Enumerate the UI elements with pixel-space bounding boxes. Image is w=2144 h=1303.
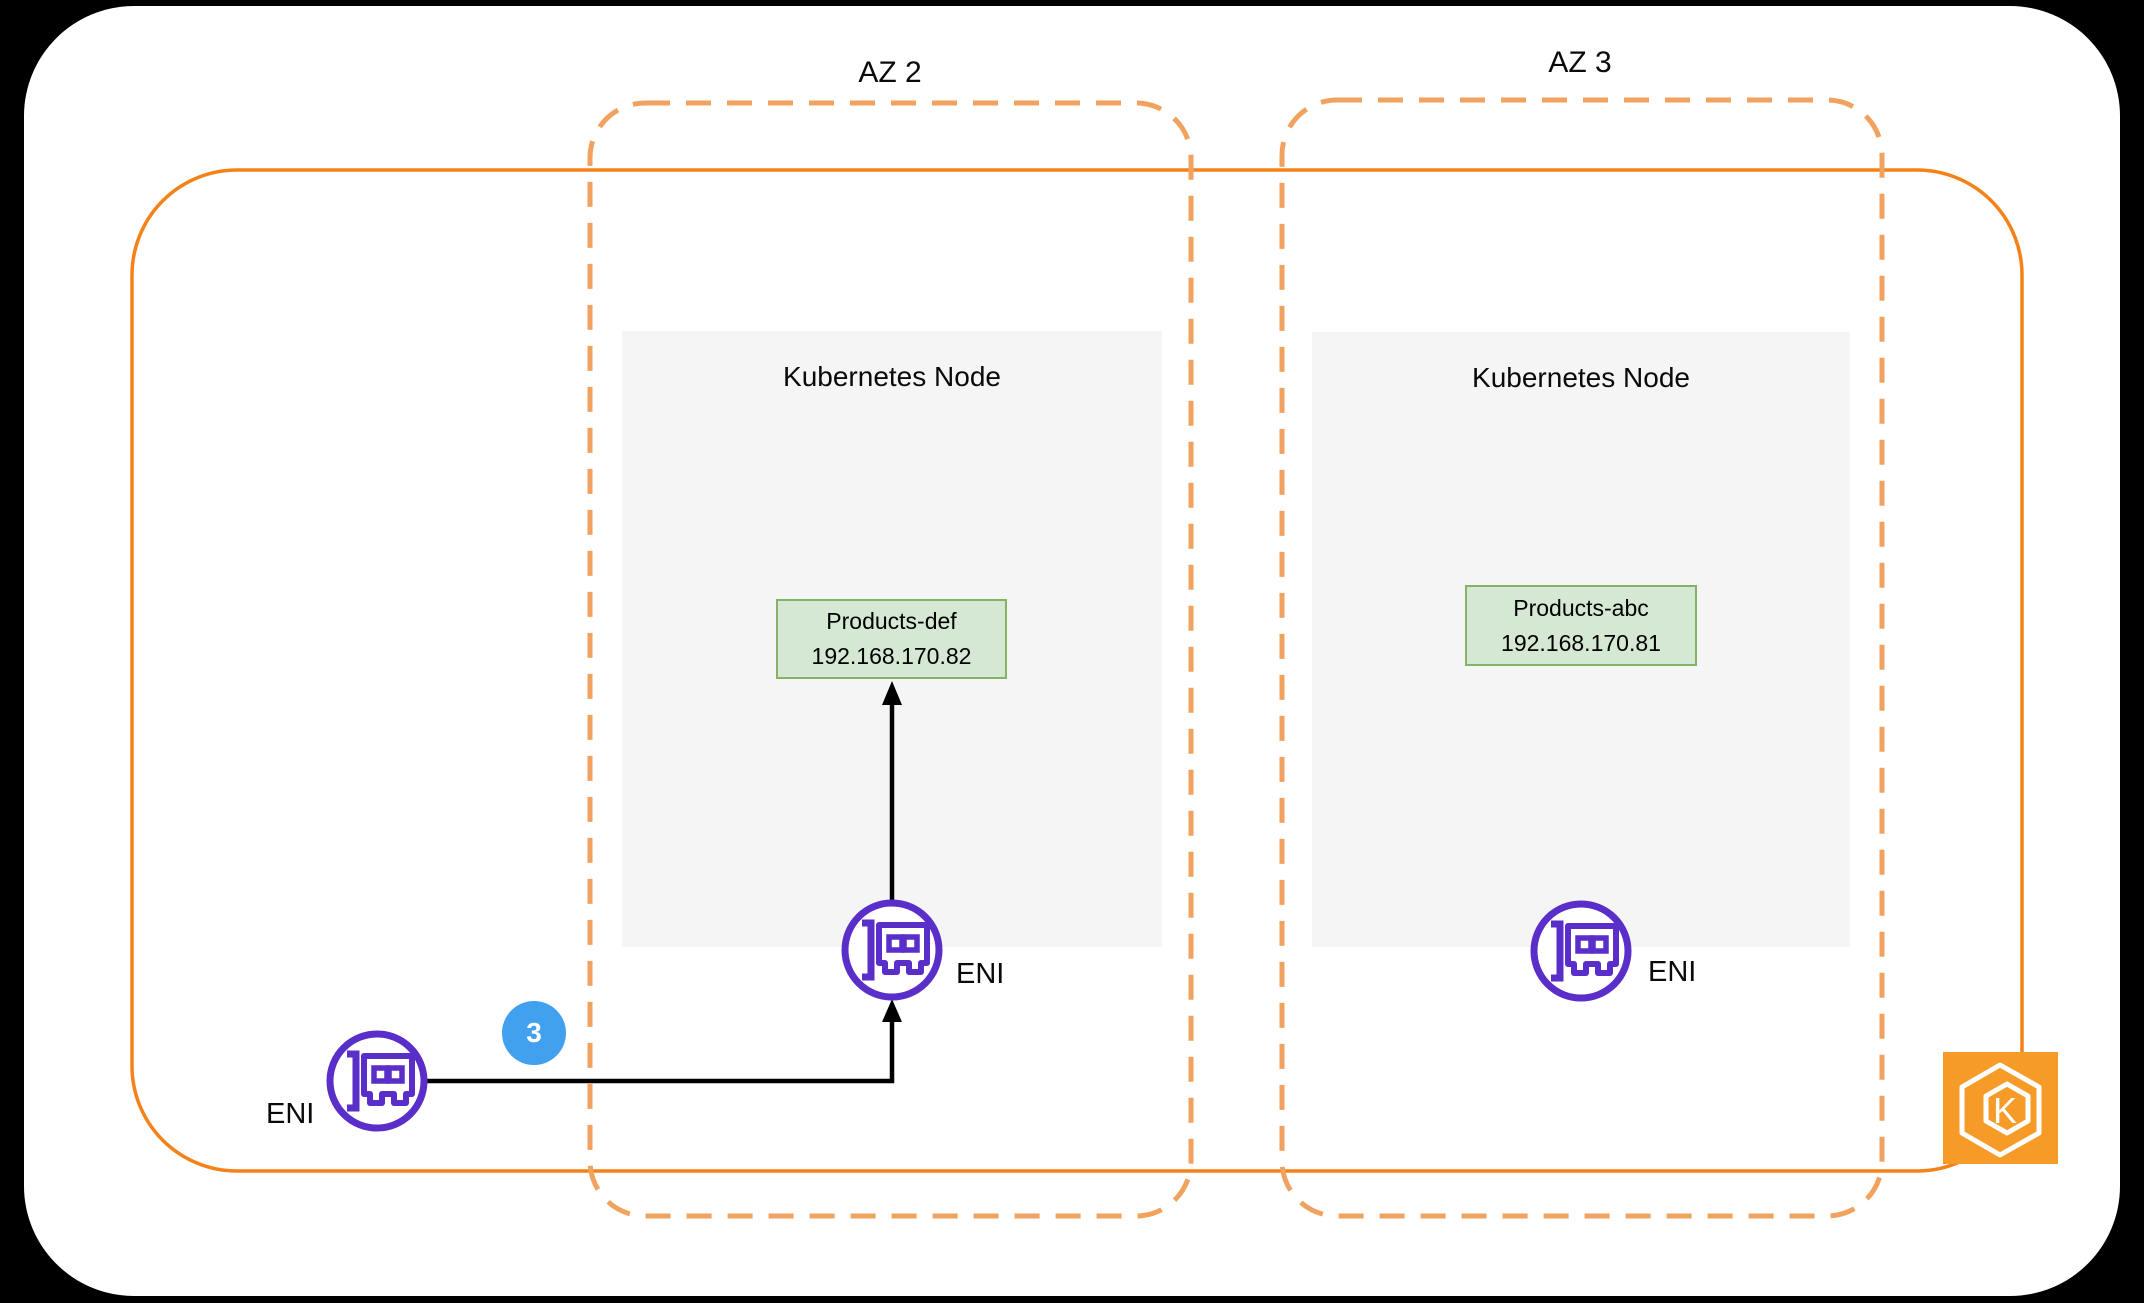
az2-boundary [587, 100, 1194, 1219]
pod-name: Products-def [826, 608, 957, 634]
kubernetes-node-title: Kubernetes Node [1472, 362, 1690, 393]
az3-boundary [1279, 97, 1885, 1219]
az3-label: AZ 3 [1548, 46, 1612, 79]
kubernetes-node-az3: Kubernetes Node [1312, 332, 1850, 947]
traffic-arrow-eni-to-eni [424, 999, 902, 1084]
kubernetes-node-title: Kubernetes Node [783, 361, 1001, 392]
pod-products-abc: Products-abc 192.168.170.81 [1465, 585, 1697, 666]
vpc-boundary [130, 168, 2024, 1173]
pod-ip: 192.168.170.82 [811, 643, 972, 669]
eni-label-az2: ENI [956, 958, 1005, 990]
eni-icon [326, 1030, 428, 1132]
eni-label-source: ENI [266, 1098, 315, 1130]
pod-name: Products-abc [1513, 594, 1649, 621]
eni-label-az3: ENI [1648, 956, 1697, 988]
eks-letter: K [1993, 1090, 2017, 1131]
pod-ip: 192.168.170.81 [1501, 629, 1661, 656]
eni-icon [1530, 900, 1632, 1002]
traffic-arrow-eni-to-pod [882, 681, 902, 901]
eni-icon [841, 899, 943, 1001]
az2-label: AZ 2 [858, 56, 922, 89]
pod-products-def: Products-def 192.168.170.82 [776, 599, 1007, 679]
eks-icon: K [1943, 1052, 2058, 1164]
flow-step-badge: 3 [502, 1001, 566, 1065]
